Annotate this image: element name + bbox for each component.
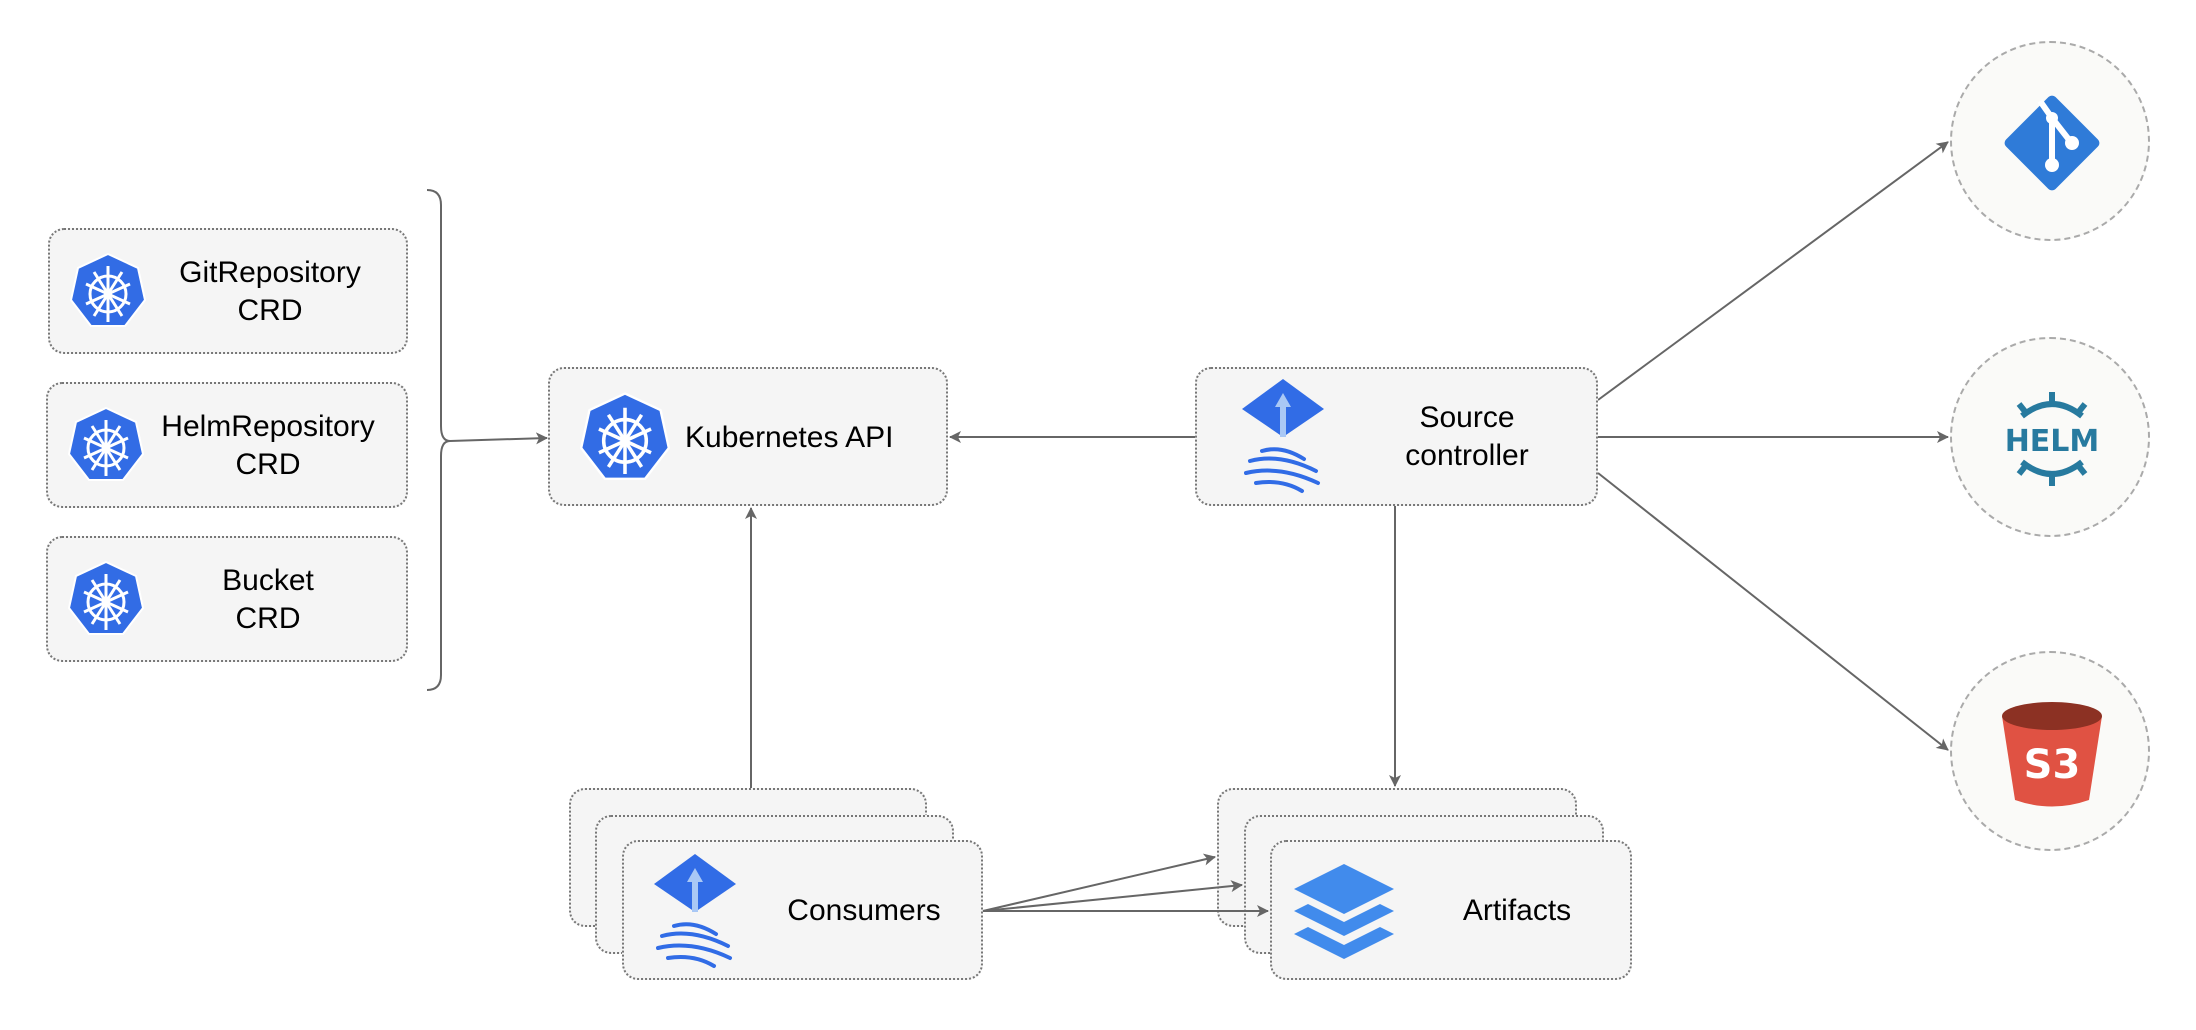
arrow-source-to-git: [1597, 141, 1949, 401]
git-icon: [2004, 95, 2100, 191]
s3-bucket-icon: S3: [2002, 702, 2102, 807]
flux-icon: [1242, 379, 1324, 493]
s3-wordmark: S3: [2024, 742, 2081, 788]
consumers-box[interactable]: Consumers: [622, 840, 983, 980]
s3-source[interactable]: S3: [1950, 651, 2150, 851]
kubernetes-api-box[interactable]: Kubernetes API: [548, 367, 948, 506]
flux-icon: [654, 854, 736, 968]
artifacts-label: Artifacts: [1462, 894, 1572, 927]
helm-wordmark: HELM: [2005, 424, 2100, 459]
git-source[interactable]: [1950, 41, 2150, 241]
arrow-crds-to-api: [449, 432, 548, 445]
kubernetes-icon: [580, 391, 670, 481]
crd-brace: [426, 189, 451, 691]
kubernetes-icon: [68, 560, 144, 636]
arrow-source-to-s3: [1597, 472, 1949, 751]
kubernetes-icon: [70, 252, 146, 328]
layers-icon: [1294, 864, 1394, 959]
helm-icon: HELM: [2005, 392, 2100, 486]
consumers-label: Consumers: [787, 894, 941, 927]
kubernetes-api-label: Kubernetes API: [685, 421, 894, 454]
helm-source[interactable]: HELM: [1950, 337, 2150, 537]
artifacts-box[interactable]: Artifacts: [1270, 840, 1632, 980]
kubernetes-icon: [68, 406, 144, 482]
